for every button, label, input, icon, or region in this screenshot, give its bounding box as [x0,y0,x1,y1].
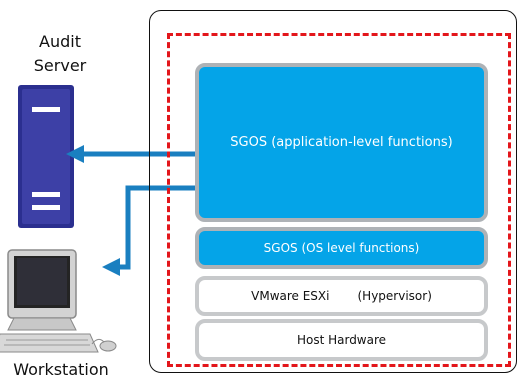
server-icon [18,85,74,228]
layer-host-hardware: Host Hardware [195,319,488,361]
arrow-to-workstation [102,185,195,276]
layer-sgos-application: SGOS (application-level functions) [195,63,488,222]
layer-sgos-os: SGOS (OS level functions) [195,227,488,269]
layer-hypervisor: VMware ESXi (Hypervisor) [195,276,488,316]
layer-host-hardware-label: Host Hardware [296,333,387,347]
host-machine-boundary [149,10,517,373]
layer-hypervisor-type: (Hypervisor) [357,289,432,303]
computer-workstation-icon [0,249,117,353]
audit-server-label: Audit Server [33,32,87,75]
layer-sgos-application-label: SGOS (application-level functions) [230,135,453,150]
arrow-to-audit-server [66,145,195,163]
layer-hypervisor-label: VMware ESXi [251,289,330,303]
workstation-label: Workstation [13,360,109,379]
sgos-vm-boundary [167,33,511,367]
layer-sgos-os-label: SGOS (OS level functions) [263,241,420,255]
